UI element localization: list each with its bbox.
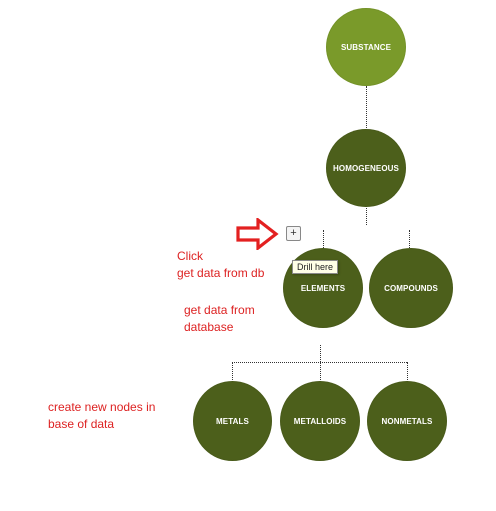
node-metals[interactable]: METALS [193, 381, 272, 461]
connector-homogeneous-down [366, 205, 367, 225]
annotation-get-data: get data from database [184, 303, 255, 334]
node-substance[interactable]: SUBSTANCE [326, 8, 406, 86]
node-compounds[interactable]: COMPOUNDS [369, 248, 453, 328]
right-arrow-icon [236, 218, 279, 250]
connector-to-metalloids [320, 362, 321, 382]
node-homogeneous[interactable]: HOMOGENEOUS [326, 129, 406, 207]
node-nonmetals[interactable]: NONMETALS [367, 381, 447, 461]
connector-to-compounds [409, 230, 410, 250]
annotation-click: Click get data from db [177, 249, 265, 280]
connector-to-nonmetals [407, 362, 408, 382]
node-metalloids[interactable]: METALLOIDS [280, 381, 360, 461]
expand-button[interactable]: + [286, 226, 301, 241]
annotation-create-nodes: create new nodes in base of data [48, 400, 156, 431]
connector-children-bar [232, 362, 407, 363]
drill-tooltip: Drill here [292, 260, 339, 274]
connector-to-elements [323, 230, 324, 250]
connector-to-metals [232, 362, 233, 382]
connector-elements-down [320, 345, 321, 362]
connector-substance-homogeneous [366, 86, 367, 130]
